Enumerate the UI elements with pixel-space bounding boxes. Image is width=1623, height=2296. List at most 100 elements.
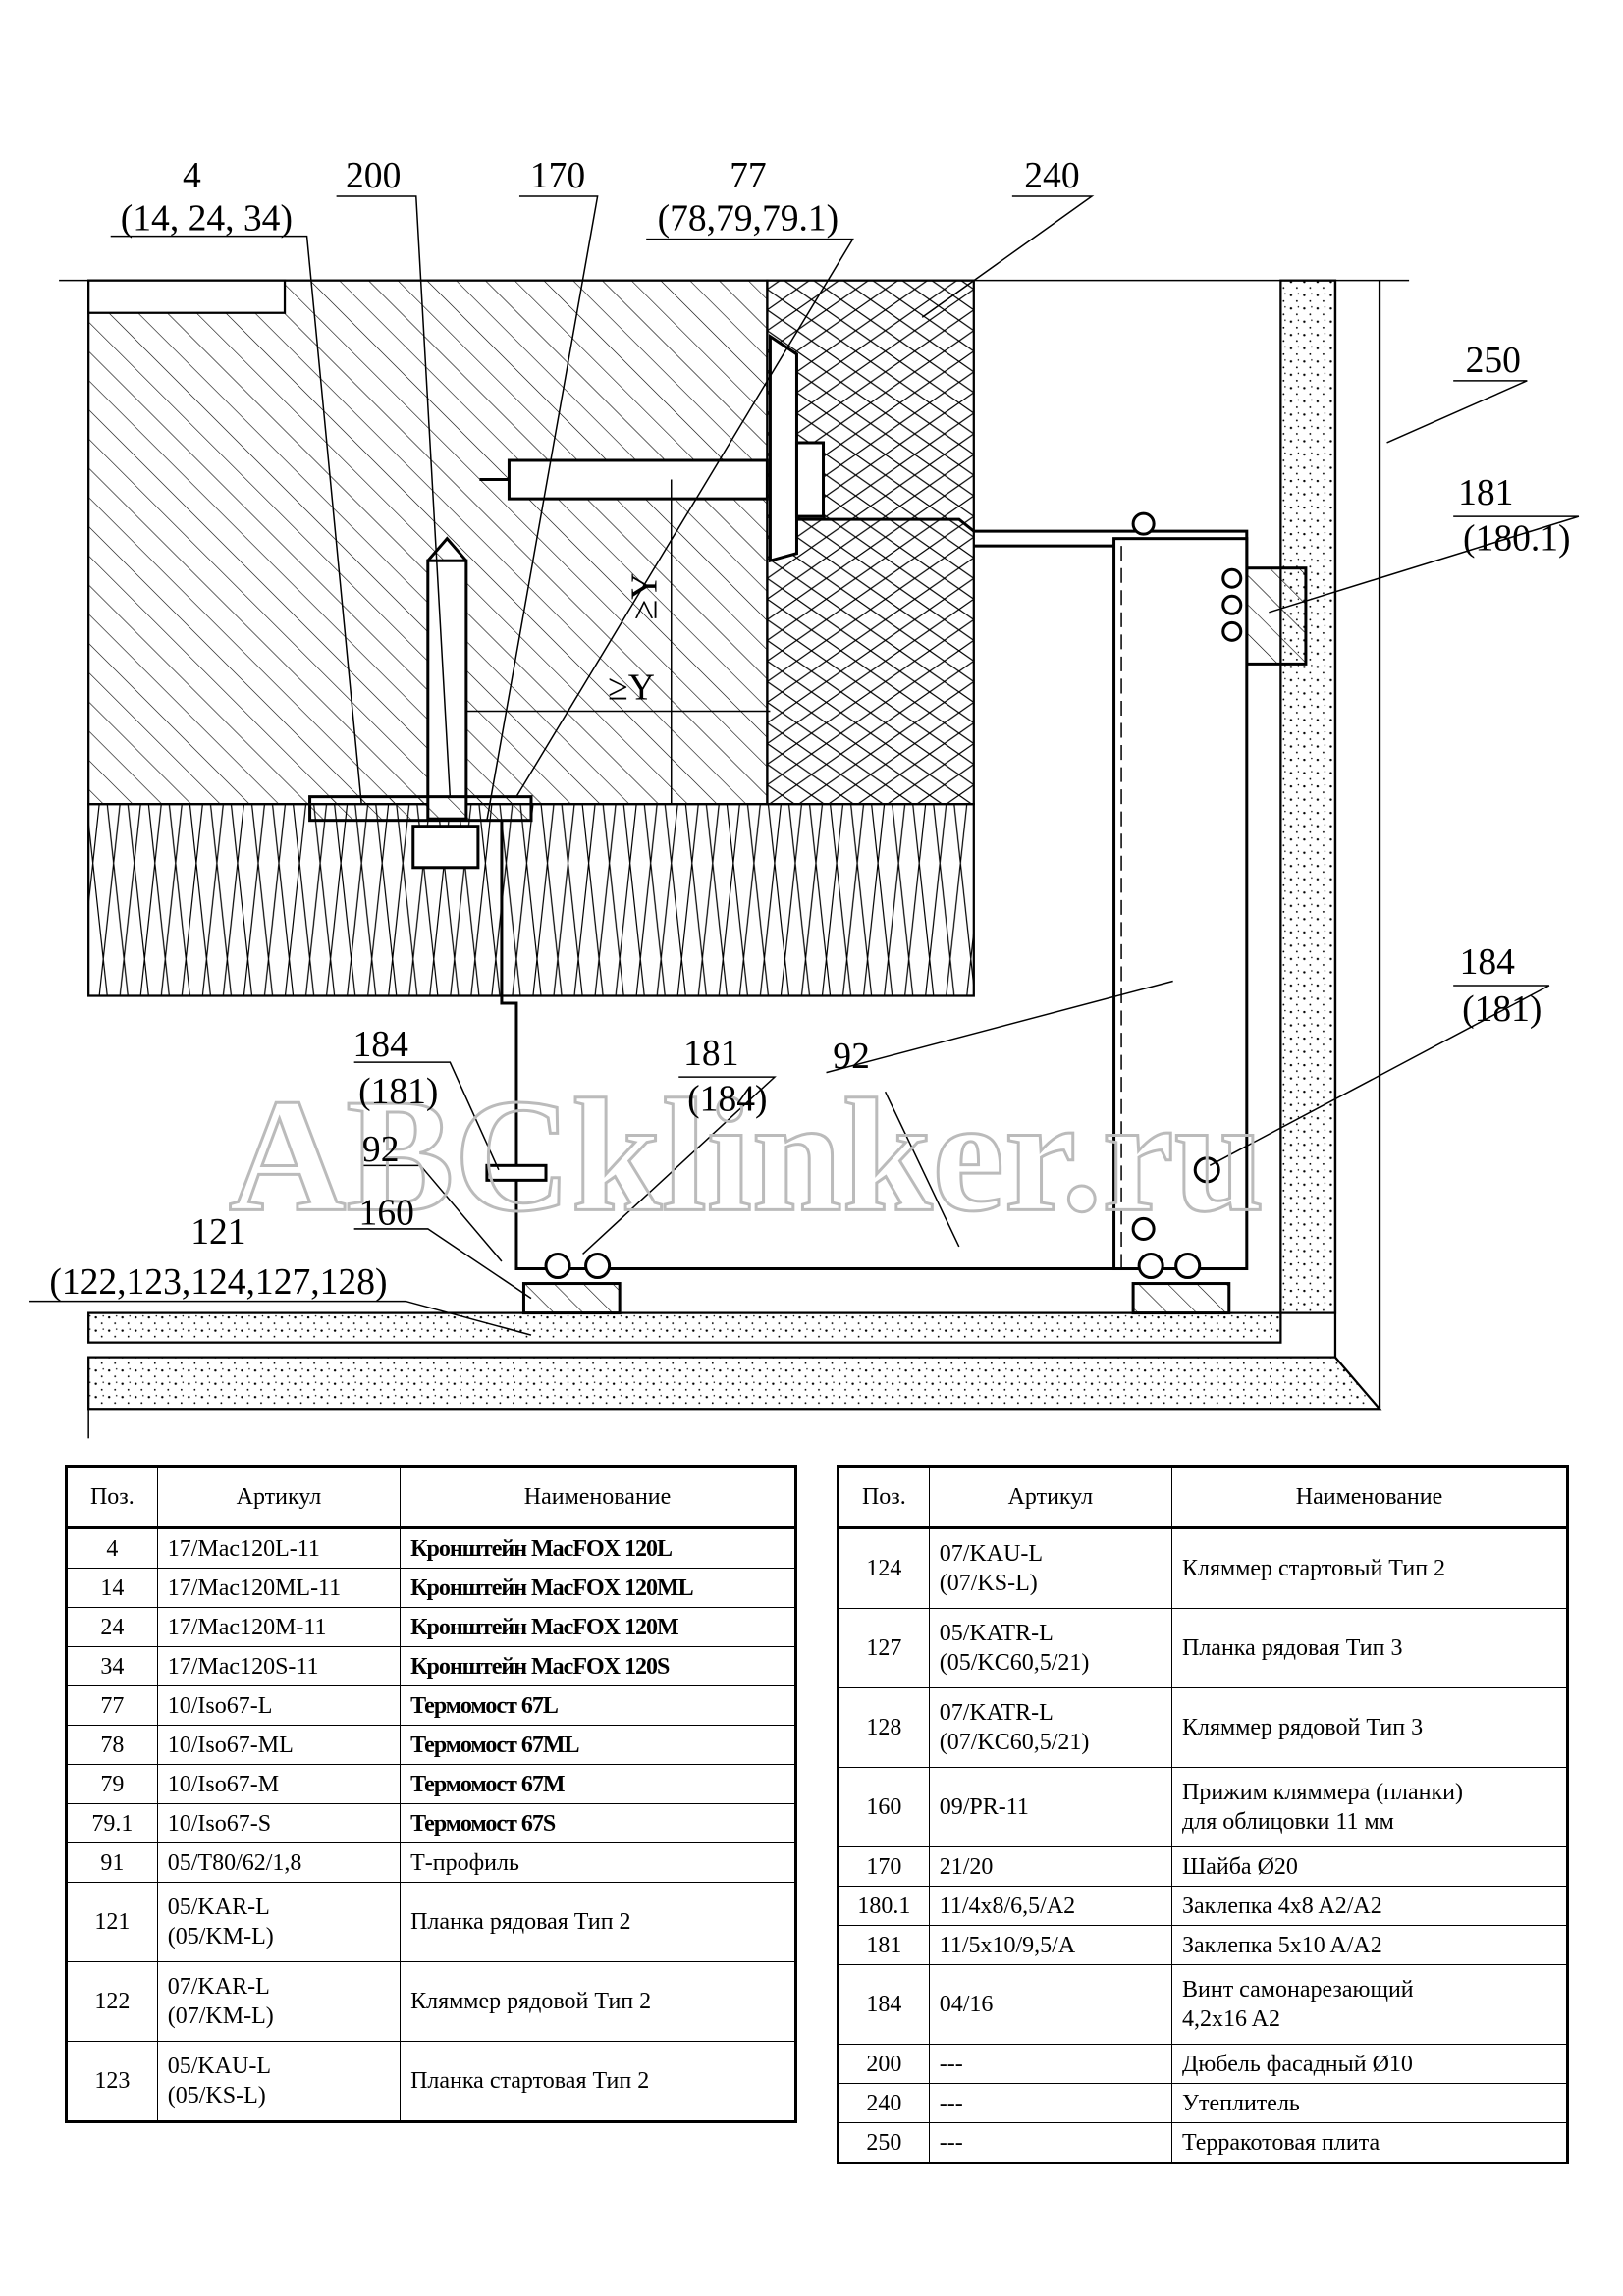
cell-name-text: Дюбель фасадный Ø10 <box>1182 2051 1413 2077</box>
cell-pos-text: 184 <box>866 1992 902 2017</box>
cell-name-text: Кляммер рядовой Тип 2 <box>410 1989 652 2014</box>
cell-pos-text: 121 <box>94 1909 131 1935</box>
cell-article-text: 07/KAR-L <box>167 1974 270 2000</box>
table-row: 14 17/Mac120ML-11 Кронштейн MacFOX 120ML <box>66 1568 796 1608</box>
cell-pos-text: 170 <box>866 1853 902 1880</box>
cell-article-text: 05/T80/62/1,8 <box>167 1849 302 1876</box>
cell-pos-text: 14 <box>100 1575 125 1601</box>
cell-name-text: Прижим кляммера (планки) <box>1182 1780 1463 1805</box>
insulation <box>87 279 975 997</box>
cell-article-text: (05/KM-L) <box>167 1924 274 1949</box>
cell-name: Терракотовая плита <box>1171 2122 1568 2163</box>
cell-article-text: 05/KATR-L <box>939 1621 1054 1646</box>
cell-name-text: Планка стартовая Тип 2 <box>410 2068 650 2094</box>
cell-name: Термомост 67ML <box>400 1725 796 1765</box>
table-row: 200 --- Дюбель фасадный Ø10 <box>838 2044 1568 2084</box>
callout-181-mid-alt: (184) <box>687 1080 767 1120</box>
cell-name: Кронштейн MacFOX 120L <box>400 1527 796 1569</box>
cell-pos: 184 <box>838 1964 930 2045</box>
table-row: 250---Терракотовая плита <box>838 2122 1568 2163</box>
cell-pos: 34 <box>66 1646 158 1686</box>
cell-article-text: 10/Iso67-M <box>167 1771 280 1797</box>
dimension-lines <box>465 479 771 805</box>
cell-article: 10/Iso67-L <box>156 1685 402 1726</box>
cell-pos-text: 91 <box>100 1849 125 1876</box>
cell-article-text: 05/KAU-L <box>167 2054 272 2079</box>
cell-pos: 79.1 <box>66 1803 158 1843</box>
cell-pos: 124 <box>838 1527 930 1609</box>
cell-name-text: Кляммер стартовый Тип 2 <box>1182 1556 1446 1581</box>
header-pos: Поз. <box>838 1466 930 1529</box>
terracotta-panels <box>87 279 1382 1439</box>
cell-pos-text: 200 <box>866 2051 902 2077</box>
dimension-y-horizontal: ≥Y <box>608 667 655 708</box>
cell-name-text: Термомост 67S <box>410 1810 556 1837</box>
cell-pos: 160 <box>838 1767 930 1847</box>
cell-name-text: Заклепка 5x10 A/A2 <box>1182 1932 1382 1958</box>
cell-name-text: Заклепка 4x8 A2/A2 <box>1182 1893 1382 1919</box>
cell-article: 09/PR-11 <box>928 1767 1173 1847</box>
cell-article-text: 10/Iso67-S <box>167 1810 272 1837</box>
cell-pos-text: 160 <box>866 1794 902 1820</box>
cell-pos: 79 <box>66 1764 158 1804</box>
cell-name: Термомост 67S <box>400 1803 796 1843</box>
cell-article: 05/KAR-L(05/KM-L) <box>156 1882 402 1962</box>
cell-name-text: Кронштейн MacFOX 120S <box>410 1653 670 1680</box>
cell-name: Дюбель фасадный Ø10 <box>1171 2044 1568 2084</box>
cell-article: 10/Iso67-S <box>156 1803 402 1843</box>
leader-lines <box>29 195 1580 1336</box>
cell-article-text: --- <box>939 2051 963 2077</box>
cell-article: --- <box>928 2044 1173 2084</box>
cell-article: 17/Mac120M-11 <box>156 1607 402 1647</box>
cell-article: 07/KATR-L(07/KC60,5/21) <box>928 1687 1173 1768</box>
table-row: 34 17/Mac120S-11 Кронштейн MacFOX 120S <box>66 1646 796 1686</box>
cell-pos: 240 <box>838 2083 930 2123</box>
cell-article-text: 10/Iso67-L <box>167 1692 273 1719</box>
callout-181-top: 181 <box>1458 473 1513 513</box>
cell-name: Кронштейн MacFOX 120S <box>400 1646 796 1686</box>
cell-pos: 250 <box>838 2122 930 2163</box>
cell-article-text: 17/Mac120S-11 <box>167 1653 319 1680</box>
cell-article-text: (05/KC60,5/21) <box>939 1650 1090 1676</box>
cell-name-text: Термомост 67ML <box>410 1732 579 1758</box>
cell-article-text: 17/Mac120L-11 <box>167 1535 320 1562</box>
cell-pos-text: 34 <box>100 1653 125 1680</box>
cell-name: Кронштейн MacFOX 120M <box>400 1607 796 1647</box>
facade-section-drawing: ABCklinker.ru 4 (14, 24, 34) 200 170 77 … <box>29 156 1580 1439</box>
cell-pos-text: 79.1 <box>91 1810 134 1837</box>
cell-pos-text: 124 <box>866 1556 902 1581</box>
callout-92-left: 92 <box>362 1130 400 1170</box>
cell-name-text: Планка рядовая Тип 2 <box>410 1909 631 1935</box>
cell-pos-text: 24 <box>100 1614 125 1640</box>
cell-pos-text: 240 <box>866 2090 902 2116</box>
cell-article: 10/Iso67-M <box>156 1764 402 1804</box>
cell-article: 07/KAR-L(07/KM-L) <box>156 1961 402 2042</box>
cell-article: 17/Mac120ML-11 <box>156 1568 402 1608</box>
cell-pos: 122 <box>66 1961 158 2042</box>
cell-name: Кронштейн MacFOX 120ML <box>400 1568 796 1608</box>
cell-name-text: Винт самонарезающий <box>1182 1977 1414 2002</box>
cell-name: Заклепка 5x10 A/A2 <box>1171 1925 1568 1965</box>
cell-name-text: Кронштейн MacFOX 120ML <box>410 1575 694 1601</box>
cell-article: 21/20 <box>928 1846 1173 1887</box>
cell-article: 10/Iso67-ML <box>156 1725 402 1765</box>
header-name: Наименование <box>400 1466 796 1529</box>
cell-pos: 123 <box>66 2041 158 2122</box>
cell-pos-text: 78 <box>100 1732 125 1758</box>
cell-article-text: --- <box>939 2090 963 2116</box>
table-row: 78 10/Iso67-ML Термомост 67ML <box>66 1725 796 1765</box>
cell-pos: 91 <box>66 1842 158 1883</box>
cell-name: Термомост 67L <box>400 1685 796 1726</box>
cell-name: Планка рядовая Тип 2 <box>400 1882 796 1962</box>
